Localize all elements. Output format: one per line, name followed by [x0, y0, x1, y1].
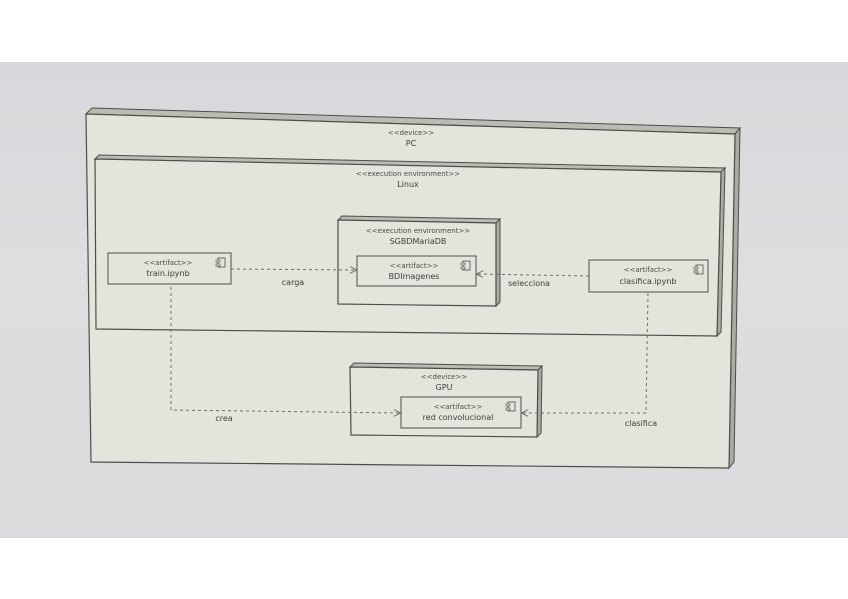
artifact-clasifica-name: clasifica.ipynb	[620, 277, 677, 286]
artifact-red-box	[400, 396, 522, 429]
artifact-bdimagenes-stereotype: <<artifact>>	[390, 262, 439, 270]
edge-selecciona[interactable]: selecciona	[477, 274, 590, 288]
node-gpu-stereotype: <<device>>	[421, 373, 468, 381]
edge-clasifica-label: clasifica	[625, 419, 657, 428]
node-pc-stereotype: <<device>>	[388, 129, 435, 137]
artifact-clasifica-box	[588, 259, 709, 293]
node-sgbd-stereotype: <<execution environment>>	[366, 227, 471, 235]
edge-selecciona-line	[477, 274, 590, 276]
edge-clasifica-line	[522, 292, 649, 413]
edge-carga[interactable]: carga	[230, 269, 356, 287]
artifact-bdimagenes-name: BDImagenes	[389, 272, 440, 281]
artifact-red[interactable]: <<artifact>> red convolucional	[400, 396, 522, 429]
edge-carga-label: carga	[282, 278, 305, 287]
artifact-red-component-icon	[505, 401, 516, 412]
artifact-bdimagenes[interactable]: <<artifact>> BDImagenes	[356, 255, 477, 287]
artifact-train-component-icon	[215, 257, 226, 268]
artifact-train[interactable]: <<artifact>> train.ipynb	[107, 252, 232, 285]
artifact-red-name: red convolucional	[423, 413, 494, 422]
edge-crea-line	[170, 287, 400, 413]
node-linux-stereotype: <<execution environment>>	[356, 170, 461, 178]
edge-crea[interactable]: crea	[170, 287, 400, 423]
artifact-train-box	[107, 252, 232, 285]
edge-carga-line	[230, 269, 356, 270]
node-pc-name: PC	[406, 139, 417, 148]
artifact-train-name: train.ipynb	[146, 269, 189, 278]
edge-crea-label: crea	[215, 414, 232, 423]
node-linux-name: Linux	[397, 180, 419, 189]
node-gpu-name: GPU	[436, 383, 453, 392]
node-sgbd-name: SGBDMariaDB	[390, 237, 447, 246]
artifact-bdimagenes-component-icon	[460, 260, 471, 271]
artifact-clasifica-component-icon	[693, 264, 704, 275]
artifact-bdimagenes-box	[356, 255, 477, 287]
edge-clasifica[interactable]: clasifica	[522, 292, 657, 428]
artifact-red-stereotype: <<artifact>>	[434, 403, 483, 411]
artifact-clasifica-stereotype: <<artifact>>	[624, 266, 673, 274]
edge-selecciona-label: selecciona	[508, 279, 550, 288]
artifact-clasifica[interactable]: <<artifact>> clasifica.ipynb	[588, 259, 709, 293]
artifact-train-stereotype: <<artifact>>	[144, 259, 193, 267]
